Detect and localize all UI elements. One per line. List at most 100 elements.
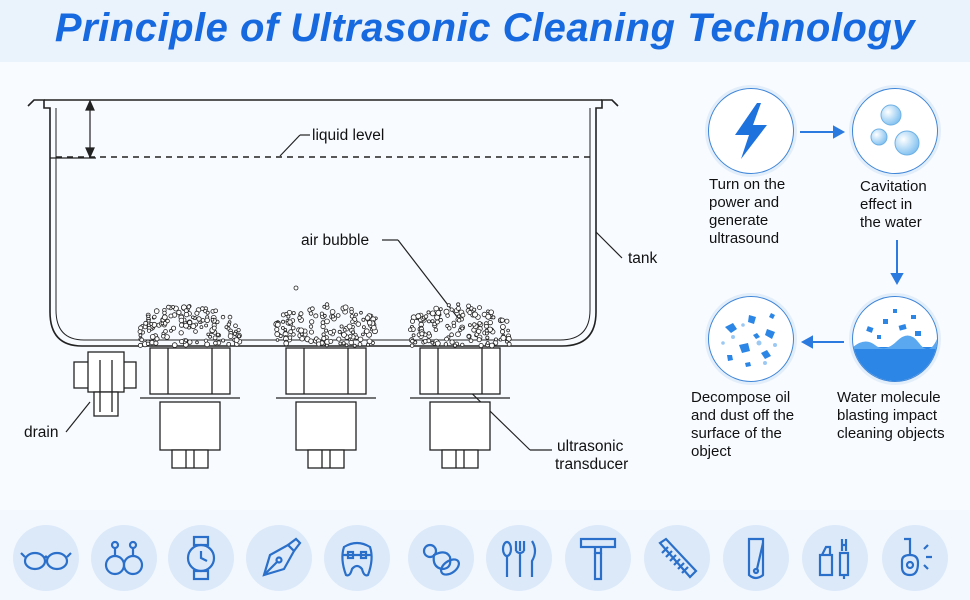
air-bubble: [310, 306, 315, 312]
air-bubble: [409, 318, 415, 324]
air-bubble: [505, 339, 509, 344]
air-bubble: [321, 332, 326, 337]
air-bubble: [328, 338, 334, 344]
air-bubble: [484, 323, 489, 329]
step-2-circle: [852, 88, 938, 174]
electric-toothbrush-icon: [882, 525, 948, 591]
air-bubble: [467, 310, 473, 316]
air-bubble: [160, 321, 165, 326]
air-bubble: [291, 311, 296, 316]
air-bubble: [460, 312, 466, 318]
air-bubble: [184, 338, 188, 343]
air-bubble: [468, 338, 474, 344]
air-bubble: [193, 329, 198, 334]
air-bubble: [460, 342, 465, 347]
air-bubble: [446, 303, 451, 308]
air-bubble: [183, 322, 189, 329]
air-bubble: [438, 307, 443, 312]
air-bubble: [336, 336, 342, 342]
air-bubble: [321, 335, 327, 341]
air-bubble: [447, 326, 452, 331]
air-bubble: [275, 338, 280, 342]
air-bubble: [137, 342, 143, 348]
air-bubble: [137, 329, 143, 335]
air-bubble-label: air bubble: [301, 232, 370, 249]
air-bubble: [145, 341, 151, 346]
air-bubble: [281, 319, 286, 324]
air-bubble: [350, 319, 355, 324]
air-bubble: [171, 325, 177, 331]
air-bubble: [226, 341, 232, 347]
air-bubble: [212, 335, 218, 341]
drain-fitting: [73, 351, 137, 417]
air-bubble: [211, 325, 217, 331]
air-bubble: [152, 314, 157, 320]
air-bubble: [344, 343, 349, 348]
air-bubble: [233, 323, 238, 329]
air-bubble: [196, 316, 202, 322]
air-bubble: [348, 334, 353, 339]
air-bubble: [308, 329, 314, 335]
air-bubble: [169, 328, 173, 333]
makeup-icon: [802, 525, 868, 591]
air-bubble: [349, 309, 354, 315]
razor-icon: [565, 525, 631, 591]
air-bubble: [139, 337, 145, 343]
comb-icon: [644, 525, 710, 591]
air-bubble: [329, 309, 336, 315]
air-bubble: [274, 326, 280, 332]
transducer-label-line2: transducer: [555, 456, 629, 473]
air-bubble: [408, 327, 413, 332]
air-bubble: [484, 331, 489, 336]
air-bubble: [215, 332, 220, 337]
earrings-icon: [91, 525, 157, 591]
air-bubble: [449, 339, 455, 345]
air-bubble: [298, 327, 305, 334]
air-bubble: [452, 343, 457, 348]
air-bubble: [324, 318, 330, 325]
step-4-circle: [708, 296, 794, 382]
air-bubble: [168, 313, 174, 319]
air-bubble: [153, 340, 159, 346]
air-bubble: [361, 325, 366, 330]
air-bubble: [449, 307, 454, 312]
air-bubble: [324, 328, 329, 333]
air-bubble: [467, 323, 472, 328]
air-bubble: [327, 329, 333, 335]
air-bubble: [280, 326, 285, 330]
air-bubble: [472, 307, 477, 312]
air-bubble: [430, 319, 435, 324]
air-bubble: [204, 317, 210, 323]
air-bubble: [316, 341, 322, 347]
air-bubble: [161, 334, 166, 339]
air-bubble: [210, 317, 215, 322]
air-bubble: [449, 332, 454, 338]
air-bubble: [460, 326, 465, 331]
air-bubble: [287, 335, 293, 340]
tank-label: tank: [628, 250, 658, 267]
lightning-icon: [735, 103, 767, 159]
air-bubble: [456, 314, 461, 319]
air-bubble: [338, 341, 343, 346]
air-bubble: [287, 319, 293, 325]
air-bubble: [359, 310, 363, 315]
air-bubble: [423, 314, 429, 319]
depth-arrow: [50, 99, 96, 159]
air-bubble: [443, 342, 449, 347]
air-bubble: [320, 323, 326, 330]
water-splash-icon: [853, 309, 937, 381]
air-bubble: [485, 313, 492, 320]
air-bubble: [456, 302, 461, 307]
air-bubble: [444, 336, 450, 342]
air-bubble: [284, 311, 289, 316]
air-bubble: [143, 320, 149, 326]
air-bubble: [204, 323, 209, 328]
air-bubble: [438, 317, 443, 323]
air-bubble: [322, 304, 327, 309]
air-bubble: [293, 285, 299, 291]
air-bubble: [499, 329, 505, 335]
air-bubble: [183, 311, 190, 318]
air-bubble: [205, 310, 210, 315]
air-bubble: [298, 311, 304, 317]
